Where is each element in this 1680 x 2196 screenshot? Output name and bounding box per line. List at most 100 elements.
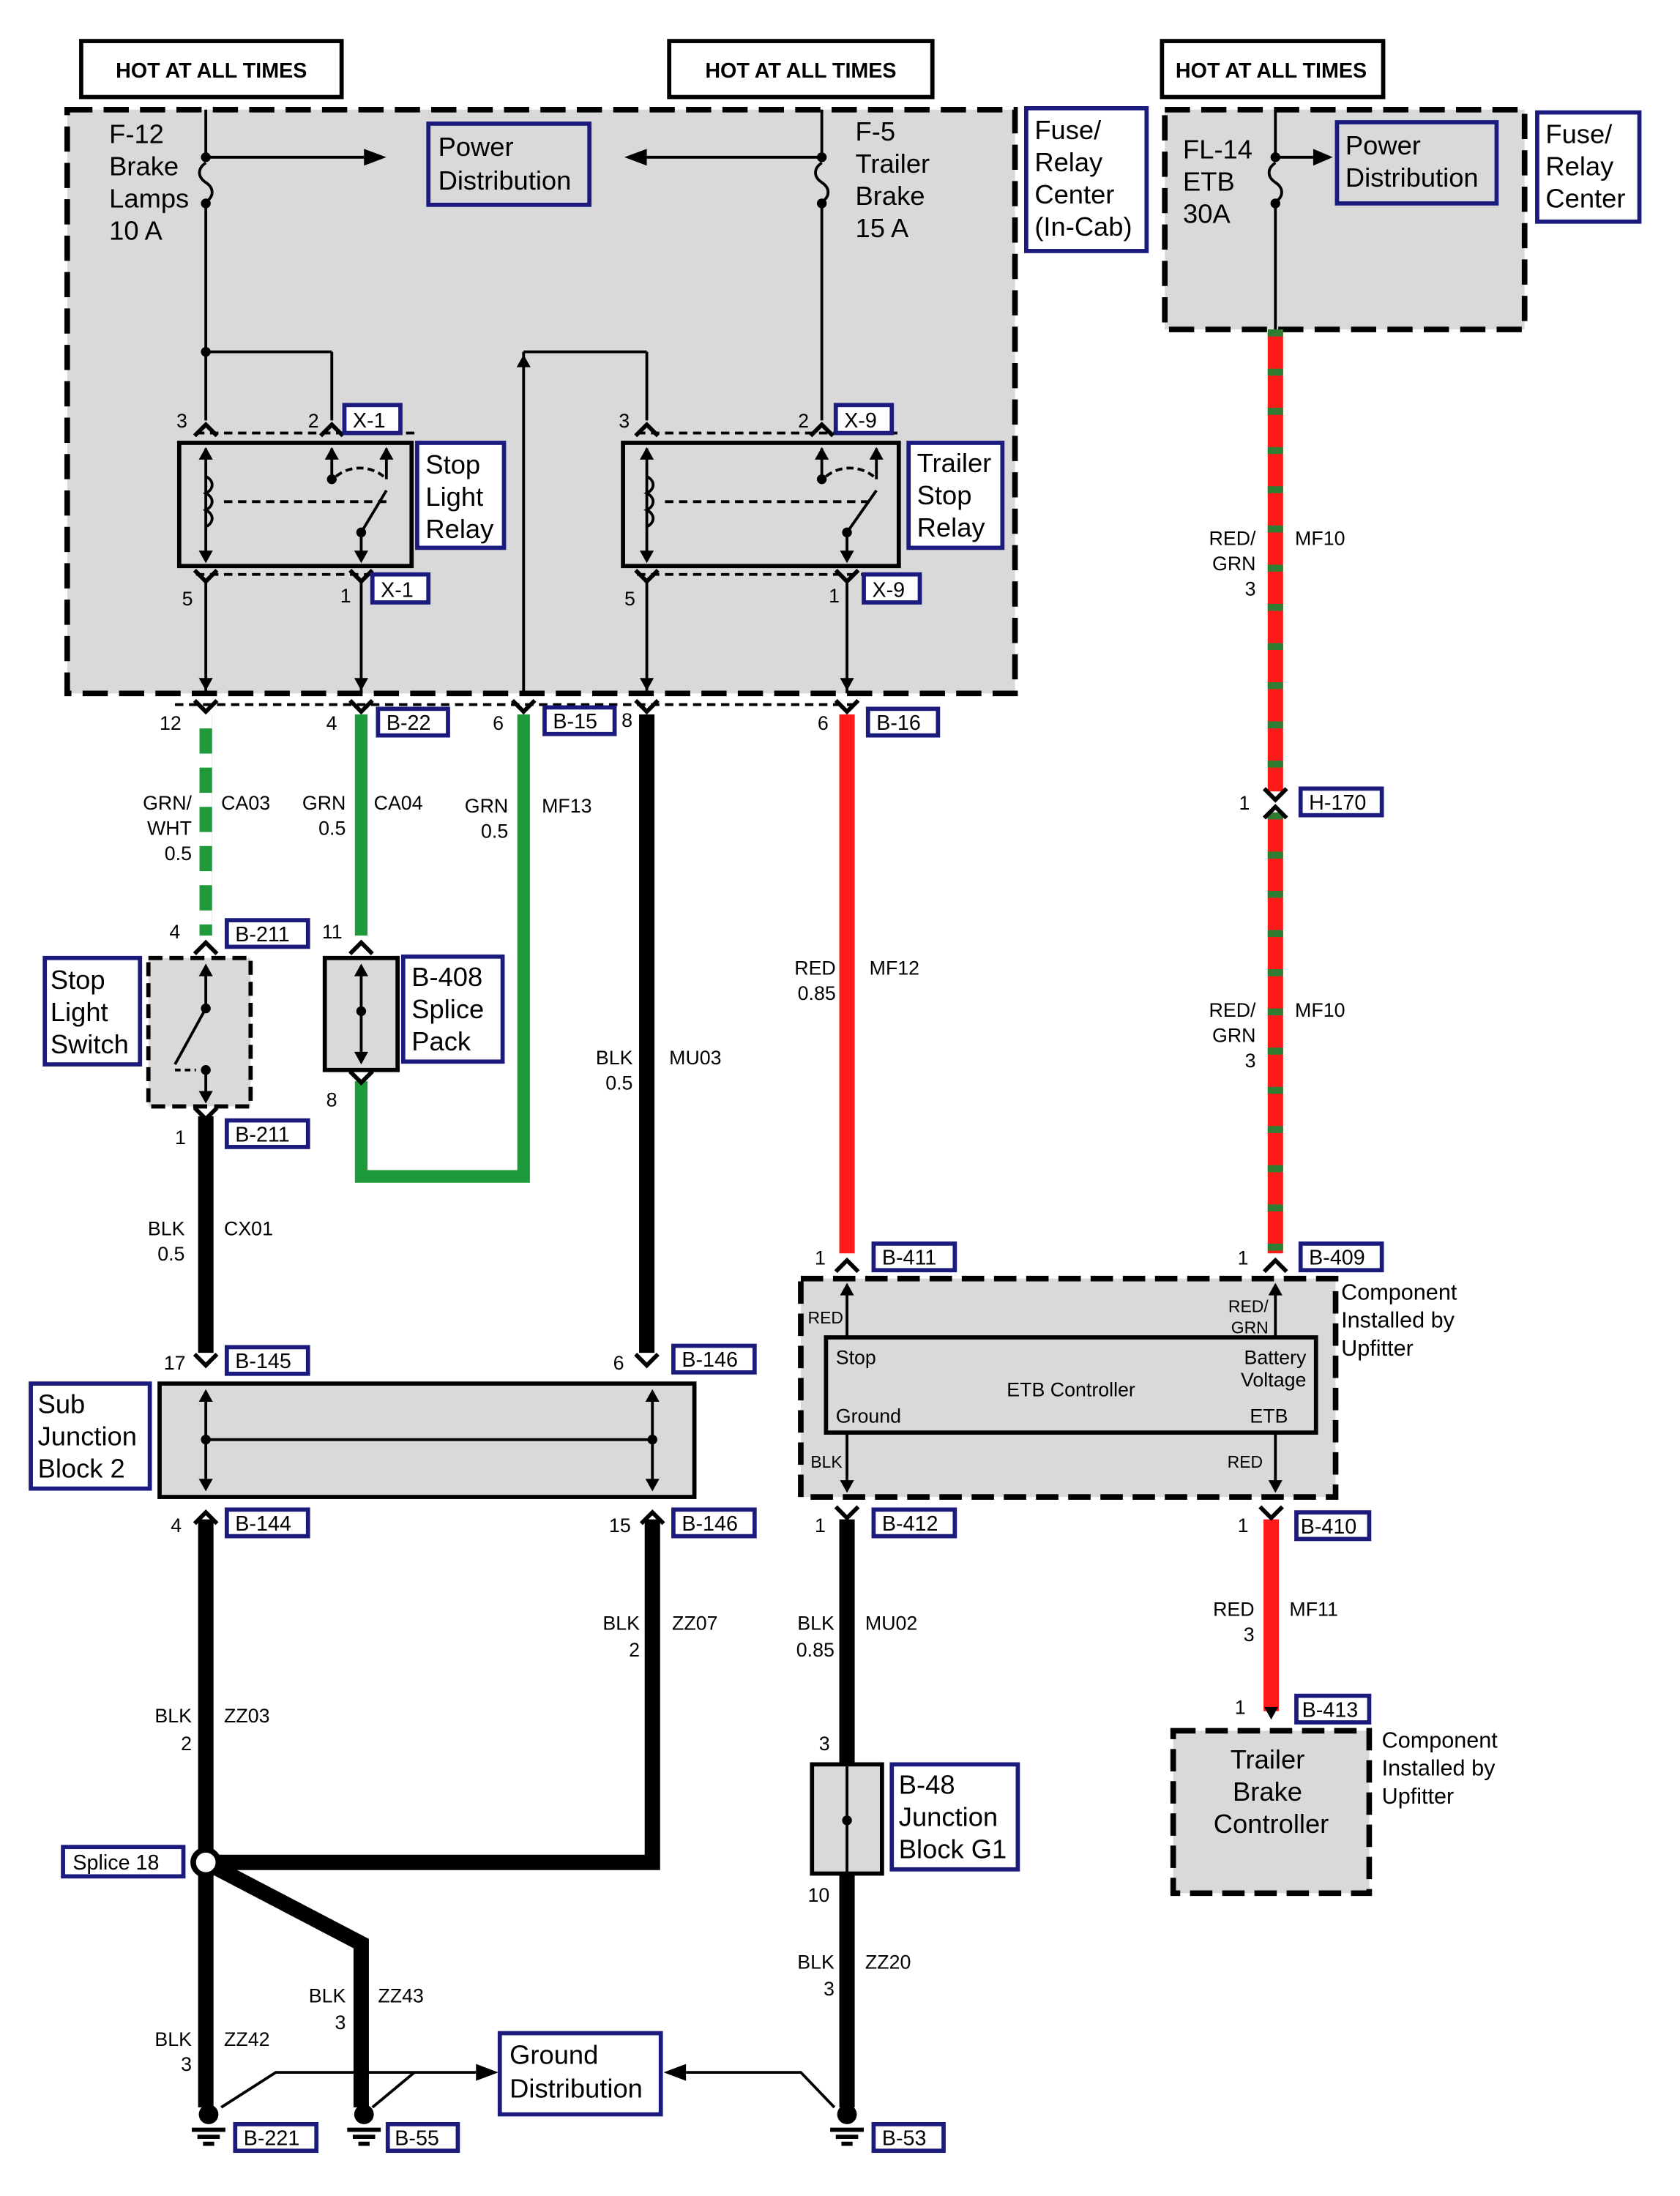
svg-text:4: 4 — [326, 712, 337, 734]
svg-text:B-410: B-410 — [1301, 1515, 1357, 1539]
svg-text:MF13: MF13 — [542, 795, 591, 817]
svg-text:6: 6 — [493, 712, 504, 734]
fuse-relay-center-incab-label: Fuse/ Relay Center (In-Cab) — [1023, 105, 1149, 253]
svg-text:B-144: B-144 — [235, 1512, 291, 1536]
svg-text:BLK: BLK — [810, 1452, 843, 1471]
svg-text:15: 15 — [609, 1515, 631, 1536]
svg-text:RED/GRN: RED/GRN — [1228, 1297, 1269, 1337]
power-distribution-right: Power Distribution — [1334, 120, 1499, 206]
svg-text:B-211: B-211 — [235, 1123, 289, 1146]
trailer-stop-relay: 3 2 5 1 X-9 X-9 Trailer Stop Relay — [619, 403, 1005, 610]
svg-text:ZZ43: ZZ43 — [378, 1984, 423, 2006]
svg-text:1: 1 — [1235, 1697, 1246, 1719]
fuse-f12-label: F-12 Brake Lamps 10 A — [109, 119, 196, 246]
ground-distribution: Ground Distribution — [220, 2031, 836, 2117]
svg-text:Ground Distribution: Ground Distribution — [509, 2040, 643, 2104]
fuse-fl14: FL-14 ETB 30A — [1183, 109, 1333, 330]
svg-text:B-16: B-16 — [876, 712, 921, 735]
svg-text:MU03: MU03 — [669, 1047, 721, 1069]
svg-text:ZZ07: ZZ07 — [672, 1613, 717, 1635]
svg-text:ZZ20: ZZ20 — [865, 1952, 911, 1973]
tsr-pin-1: 1 — [829, 585, 840, 607]
slr-connector-bottom: X-1 — [381, 578, 414, 602]
ground-b221: B-221 — [192, 2104, 319, 2154]
svg-text:H-170: H-170 — [1309, 791, 1366, 815]
svg-text:1: 1 — [1239, 792, 1250, 814]
etb-controller: 1 B-411 1 B-409 RED RED/GRN Stop ETB Con… — [798, 1241, 1463, 1542]
header-middle: HOT AT ALL TIMES — [667, 39, 935, 100]
svg-text:Ground: Ground — [836, 1405, 901, 1427]
sub-junction-block-2: 17 B-145 6 B-146 4 B-144 15 B-146 Sub Ju… — [29, 1343, 757, 1539]
svg-text:Power Distribution: Power Distribution — [438, 132, 572, 195]
svg-text:B-412: B-412 — [882, 1512, 938, 1536]
svg-text:Sub Junction Block: Sub Junction Block 2 — [38, 1389, 144, 1483]
svg-text:Component Installed by: Component Installed by Upfitter — [1382, 1728, 1504, 1809]
svg-text:FL-14 ETB 30A: FL-14 ETB 30A — [1183, 135, 1260, 229]
fuse-f12: F-12 Brake Lamps 10 A — [109, 109, 387, 246]
svg-text:MF10: MF10 — [1295, 528, 1345, 550]
svg-text:1: 1 — [815, 1247, 826, 1269]
wire-zz07 — [206, 1519, 660, 1870]
svg-text:ETB: ETB — [1250, 1405, 1288, 1427]
svg-text:10: 10 — [808, 1884, 830, 1906]
connector-h170: 1 H-170 — [1239, 786, 1384, 818]
slr-pin-1: 1 — [340, 585, 351, 607]
svg-text:CA04: CA04 — [374, 792, 423, 814]
tsr-pin-2: 2 — [798, 410, 809, 432]
svg-text:MU02: MU02 — [865, 1613, 917, 1635]
tsr-connector-bottom: X-9 — [872, 578, 905, 602]
svg-text:RED: RED — [808, 1308, 843, 1327]
svg-text:6: 6 — [613, 1352, 624, 1374]
svg-text:12: 12 — [160, 712, 182, 734]
stop-light-relay: 3 2 5 1 X-1 X-1 Stop Light Relay — [176, 403, 507, 610]
svg-text:ZZ03: ZZ03 — [224, 1705, 269, 1727]
svg-text:Fuse/ Relay Center: Fuse/ Relay Center (In-Cab) — [1034, 115, 1132, 242]
header-left-text: HOT AT ALL TIMES — [116, 59, 307, 83]
svg-text:Power Distribution: Power Distribution — [1345, 130, 1479, 193]
slr-pin-5: 5 — [182, 588, 193, 610]
svg-text:B-413: B-413 — [1302, 1698, 1359, 1722]
tsr-pin-5: 5 — [624, 588, 635, 610]
svg-text:B-146: B-146 — [682, 1348, 738, 1372]
junction-block-g1: 3 10 B-48 Junction Block G1 — [808, 1733, 1020, 1906]
svg-text:B-22: B-22 — [387, 712, 431, 735]
svg-text:Component Installed by: Component Installed by Upfitter — [1341, 1280, 1463, 1361]
svg-text:RED: RED — [1228, 1452, 1263, 1471]
svg-text:MF11: MF11 — [1289, 1599, 1337, 1621]
svg-text:B-211: B-211 — [235, 923, 289, 946]
splice-18: Splice 18 — [61, 1845, 222, 1879]
fuse-relay-center-right-label: Fuse/ Relay Center — [1535, 110, 1642, 224]
fuse-relay-center-right — [1162, 106, 1528, 332]
svg-text:Splice 18: Splice 18 — [72, 1851, 159, 1875]
svg-text:B-408 Splice Pack: B-408 Splice Pack — [411, 962, 491, 1056]
svg-text:1: 1 — [175, 1127, 186, 1149]
svg-text:1: 1 — [1238, 1515, 1249, 1536]
ground-b55: B-55 — [347, 2104, 460, 2154]
fuse-f5: F-5 Trailer Brake 15 A — [624, 109, 930, 243]
header-left: HOT AT ALL TIMES — [79, 39, 344, 100]
svg-text:8: 8 — [326, 1088, 337, 1110]
header-middle-text: HOT AT ALL TIMES — [705, 59, 896, 83]
slr-connector-top: X-1 — [353, 409, 386, 433]
svg-text:CX01: CX01 — [224, 1217, 273, 1239]
svg-text:B-53: B-53 — [882, 2127, 927, 2151]
svg-text:8: 8 — [621, 709, 632, 731]
svg-text:MF10: MF10 — [1295, 999, 1345, 1021]
stop-light-switch: 4 B-211 1 B-211 Stop Light Switch — [42, 918, 310, 1149]
svg-text:B-145: B-145 — [235, 1350, 291, 1373]
svg-text:B-15: B-15 — [553, 710, 597, 733]
